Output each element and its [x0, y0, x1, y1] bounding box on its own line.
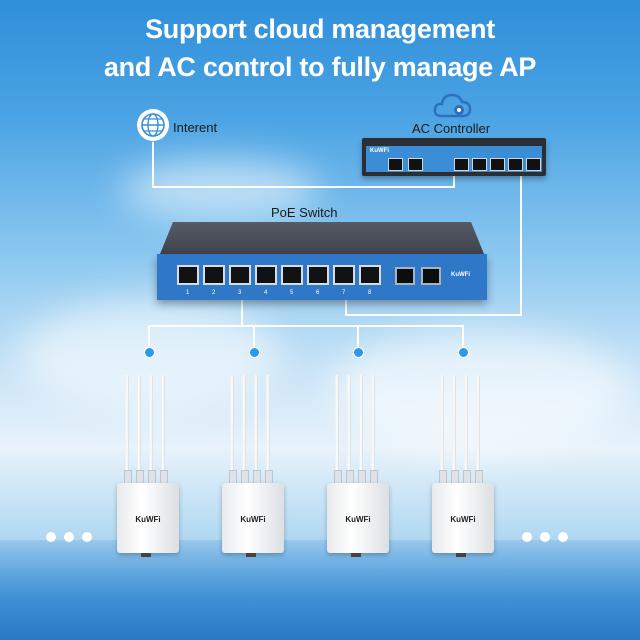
- ac-port: [388, 158, 403, 171]
- ap-connector: [141, 553, 151, 557]
- title-line-1: Support cloud management: [145, 14, 495, 44]
- ac-port: [508, 158, 523, 171]
- ap-brand: KuWFi: [345, 515, 371, 524]
- switch-brand: KuWFi: [451, 272, 470, 278]
- antenna: [230, 375, 234, 475]
- port-number: 1: [186, 290, 190, 296]
- wire-ap-3: [357, 325, 359, 351]
- wire-switch-port: [345, 300, 347, 316]
- switch-port: [359, 265, 381, 285]
- antenna: [452, 375, 456, 475]
- port-number: 4: [264, 290, 268, 296]
- internet-label: Interent: [173, 120, 218, 135]
- antenna: [464, 375, 468, 475]
- access-point-1: KuWFi: [115, 375, 181, 557]
- port-number: 6: [316, 290, 320, 296]
- decorative-dot: [46, 532, 56, 542]
- ac-port: [408, 158, 423, 171]
- ac-port: [454, 158, 469, 171]
- ap-connector: [456, 553, 466, 557]
- antenna: [149, 375, 153, 475]
- ac-controller-device: KuWFi: [362, 138, 546, 176]
- antenna: [347, 375, 351, 475]
- port-number: 2: [212, 290, 216, 296]
- antenna: [137, 375, 141, 475]
- wire-ac-to-switch: [345, 314, 522, 316]
- wire-ap-1: [148, 325, 150, 351]
- sea-background: [0, 540, 640, 640]
- port-number: 7: [342, 290, 346, 296]
- ap-brand: KuWFi: [450, 515, 476, 524]
- access-point-3: KuWFi: [325, 375, 391, 557]
- ap-connector: [246, 553, 256, 557]
- antenna: [266, 375, 270, 475]
- antenna: [242, 375, 246, 475]
- cloud-gear-icon: [433, 93, 472, 118]
- globe-icon: [137, 109, 169, 141]
- ac-brand: KuWFi: [370, 148, 389, 154]
- decorative-dot: [540, 532, 550, 542]
- ac-front-panel: KuWFi: [366, 146, 542, 172]
- switch-port: [177, 265, 199, 285]
- sfp-port: [421, 267, 441, 285]
- ap-body: KuWFi: [117, 483, 179, 553]
- wire-ap-2: [253, 325, 255, 351]
- antenna: [125, 375, 129, 475]
- ap-brand: KuWFi: [135, 515, 161, 524]
- antenna: [440, 375, 444, 475]
- title-line-2: and AC control to fully manage AP: [103, 52, 537, 82]
- ac-port: [472, 158, 487, 171]
- switch-port: [333, 265, 355, 285]
- decorative-dot: [522, 532, 532, 542]
- wire-switch-down: [241, 300, 243, 326]
- wire-ac-out: [520, 174, 522, 316]
- ac-port: [490, 158, 505, 171]
- ap-body: KuWFi: [432, 483, 494, 553]
- switch-port: [229, 265, 251, 285]
- poe-switch-top: [160, 222, 484, 254]
- port-number: 3: [238, 290, 242, 296]
- antenna: [161, 375, 165, 475]
- decorative-dot: [558, 532, 568, 542]
- ac-controller-label: AC Controller: [412, 121, 491, 136]
- node-dot: [353, 347, 364, 358]
- port-number: 8: [368, 290, 372, 296]
- switch-port: [255, 265, 277, 285]
- switch-port: [203, 265, 225, 285]
- wire-internet-to-ac: [152, 186, 454, 188]
- node-dot: [144, 347, 155, 358]
- ap-connector: [351, 553, 361, 557]
- antenna: [359, 375, 363, 475]
- poe-switch-front: 1 2 3 4 5 6 7 8 KuWFi: [157, 254, 487, 300]
- antenna: [335, 375, 339, 475]
- cloud-decoration: [330, 330, 630, 450]
- decorative-dot: [64, 532, 74, 542]
- ac-port: [526, 158, 541, 171]
- access-point-2: KuWFi: [220, 375, 286, 557]
- switch-port: [307, 265, 329, 285]
- ap-brand: KuWFi: [240, 515, 266, 524]
- wire-ap-4: [462, 325, 464, 351]
- switch-port: [281, 265, 303, 285]
- wire-ap-bus: [148, 325, 464, 327]
- node-dot: [249, 347, 260, 358]
- ap-body: KuWFi: [327, 483, 389, 553]
- sfp-port: [395, 267, 415, 285]
- ap-body: KuWFi: [222, 483, 284, 553]
- wire-internet-down: [152, 142, 154, 188]
- antenna: [476, 375, 480, 475]
- antenna: [371, 375, 375, 475]
- antenna: [254, 375, 258, 475]
- poe-switch-label: PoE Switch: [271, 205, 338, 220]
- node-dot: [458, 347, 469, 358]
- wire-ac-in: [453, 174, 455, 188]
- access-point-4: KuWFi: [430, 375, 496, 557]
- decorative-dot: [82, 532, 92, 542]
- port-number: 5: [290, 290, 294, 296]
